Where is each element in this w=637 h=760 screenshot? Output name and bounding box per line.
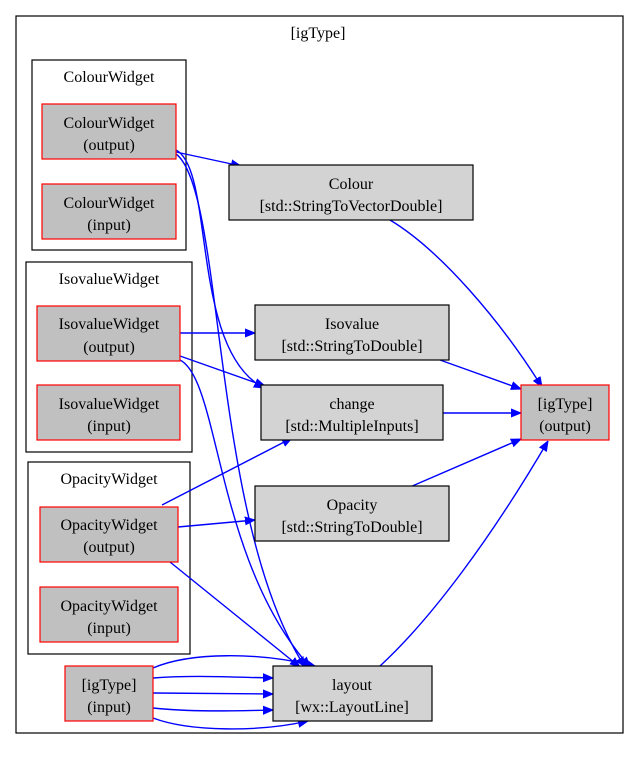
cluster-title-colour-widget: ColourWidget <box>64 69 155 86</box>
edge-colour-out-to-layout <box>175 153 305 667</box>
cluster-opacity-widget <box>27 461 191 655</box>
node-label-line1: change <box>329 396 374 413</box>
node-opacity-widget-input[interactable]: OpacityWidget (input) <box>39 586 179 643</box>
edge-layout-to-ig-out <box>379 441 548 667</box>
node-label-line2: (output) <box>539 418 591 435</box>
node-label-line1: ColourWidget <box>64 115 155 132</box>
node-label-line1: ColourWidget <box>64 195 155 212</box>
node-label-line1: OpacityWidget <box>60 517 158 534</box>
node-label-line2: [std::StringToDouble] <box>281 338 422 355</box>
node-isovalue-widget-output[interactable]: IsovalueWidget (output) <box>36 305 181 362</box>
node-label-line1: IsovalueWidget <box>59 396 160 413</box>
edge-opac-out-to-opacity <box>177 520 255 528</box>
node-label-line1: layout <box>332 677 373 694</box>
node-label-line2: [std::StringToVectorDouble] <box>260 198 443 215</box>
edges <box>152 149 548 730</box>
node-colour-converter[interactable]: Colour [std::StringToVectorDouble] <box>228 164 474 221</box>
node-label-line1: Isovalue <box>325 316 379 333</box>
node-label-line2: [std::StringToDouble] <box>281 519 422 536</box>
node-igtype-output[interactable]: [igType] (output) <box>520 384 610 441</box>
node-label-line2: (input) <box>87 217 131 234</box>
edge-ig-in-to-layout-1 <box>152 655 315 669</box>
node-label-line1: [igType] <box>82 677 137 694</box>
node-label-line1: IsovalueWidget <box>59 316 160 333</box>
node-layout[interactable]: layout [wx::LayoutLine] <box>272 665 433 722</box>
graph-title: [igType] <box>291 25 346 42</box>
edge-opac-out-to-change <box>161 437 292 506</box>
edge-colour-out-to-change <box>175 149 264 389</box>
node-label-line2: (input) <box>87 699 131 716</box>
node-igtype-input[interactable]: [igType] (input) <box>64 665 154 722</box>
node-opacity-widget-output[interactable]: OpacityWidget (output) <box>39 506 179 563</box>
edge-ig-in-to-layout-3 <box>152 693 273 694</box>
edge-ig-in-to-layout-4 <box>152 708 273 711</box>
edge-ig-in-to-layout-2 <box>152 676 273 678</box>
node-label-line1: Opacity <box>327 497 378 514</box>
edge-iso-out-to-change <box>179 355 265 386</box>
node-change[interactable]: change [std::MultipleInputs] <box>260 384 444 441</box>
node-label-line1: Colour <box>329 176 374 193</box>
edge-isovalue-to-ig-out <box>439 359 521 389</box>
graph-frame <box>15 15 624 734</box>
node-label-line1: [igType] <box>538 396 593 413</box>
node-label-line2: (output) <box>83 339 135 356</box>
node-label-line1: OpacityWidget <box>60 598 158 615</box>
node-label-line2: (output) <box>83 539 135 556</box>
node-isovalue-converter[interactable]: Isovalue [std::StringToDouble] <box>254 304 450 361</box>
edge-colour-to-ig-out <box>389 219 542 387</box>
edge-colour-out-to-colour <box>175 151 241 166</box>
cluster-title-opacity-widget: OpacityWidget <box>60 471 158 488</box>
node-colour-widget-input[interactable]: ColourWidget (input) <box>41 183 177 240</box>
cluster-colour-widget <box>31 59 187 251</box>
node-isovalue-widget-input[interactable]: IsovalueWidget (input) <box>36 384 181 441</box>
node-label-line2: (input) <box>87 620 131 637</box>
node-opacity-converter[interactable]: Opacity [std::StringToDouble] <box>254 485 450 542</box>
cluster-isovalue-widget <box>25 261 193 453</box>
edge-opacity-to-ig-out <box>409 438 521 488</box>
node-label-line2: (input) <box>87 418 131 435</box>
cluster-title-isovalue-widget: IsovalueWidget <box>59 271 160 288</box>
node-label-line2: (output) <box>83 137 135 154</box>
edge-ig-in-to-layout-5 <box>152 717 308 730</box>
edge-opac-out-to-layout <box>169 561 300 667</box>
edge-iso-out-to-layout <box>179 359 310 667</box>
node-label-line2: [wx::LayoutLine] <box>295 699 409 716</box>
node-colour-widget-output[interactable]: ColourWidget (output) <box>41 103 177 160</box>
node-label-line2: [std::MultipleInputs] <box>285 418 418 435</box>
